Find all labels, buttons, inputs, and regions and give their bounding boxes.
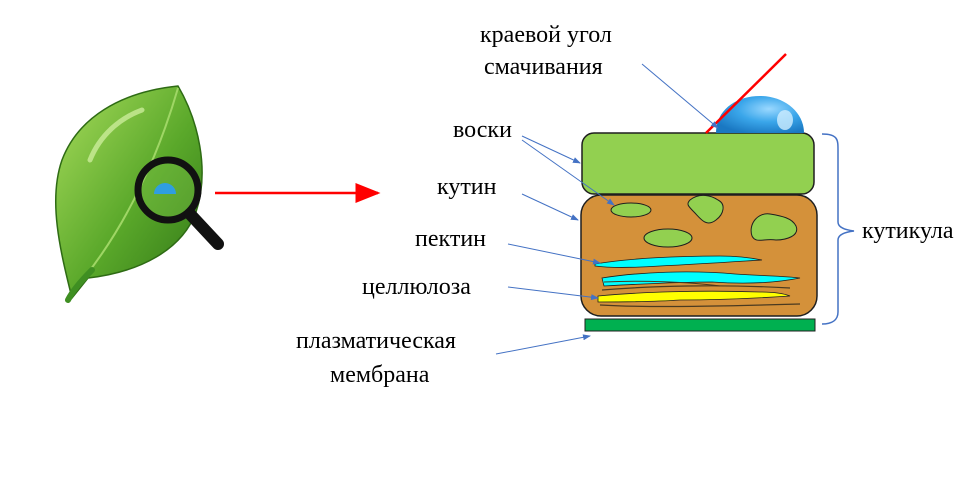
cutin-label: кутин [437,174,497,200]
cellulose-bands [597,280,801,308]
plasma-membrane-layer [584,318,816,332]
wax-layer [581,132,815,195]
pointer-lines [495,63,719,355]
wax-inclusions [610,194,798,248]
cuticle-label: кутикула [862,218,954,244]
contact-angle-line [705,53,787,134]
leaf-icon [54,85,203,303]
membrane-label-line1: плазматическая [296,328,456,354]
water-droplet-icon [716,96,804,133]
water-droplet-icon [154,183,176,194]
pectin-label: пектин [415,226,487,252]
waxes-label: воски [453,117,512,143]
contact-angle-label-line2: смачивания [484,54,603,80]
cuticle-bracket [821,133,855,325]
pectin-bands [594,255,801,287]
magnifying-glass-icon [134,156,224,250]
membrane-label-line2: мембрана [330,362,430,388]
cellulose-label: целлюлоза [362,274,471,300]
contact-angle-label-line1: краевой угол [480,22,612,48]
